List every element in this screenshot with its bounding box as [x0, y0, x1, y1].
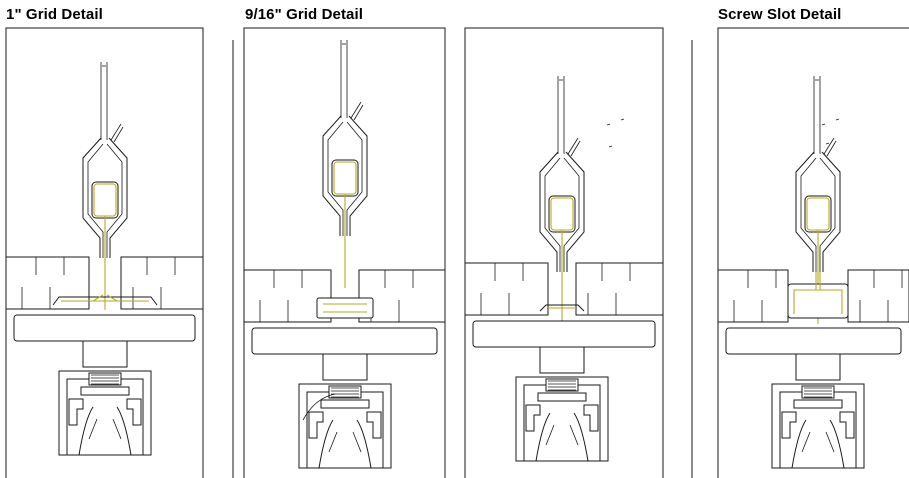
hanger-tab [823, 137, 835, 155]
fixture-connector [801, 385, 835, 399]
drawing-line [537, 392, 587, 402]
ceiling-tile-left [5, 256, 90, 310]
ceiling-slab [13, 314, 196, 342]
tee-flange [539, 304, 585, 312]
fixture-connector [545, 378, 579, 392]
detail-grid-9-16 [243, 40, 446, 469]
ceiling-tile-left [717, 269, 789, 323]
drawing-line [92, 294, 118, 302]
drawing-line [328, 431, 362, 453]
fixture-rail-left [781, 411, 797, 439]
fixture-lens [318, 419, 372, 469]
title-1in-grid-detail: 1" Grid Detail [6, 6, 103, 23]
drawing-line [804, 195, 832, 233]
tee-bulb-inner [87, 143, 123, 258]
fixture-lens [791, 419, 845, 469]
title-screw-slot-detail: Screw Slot Detail [718, 6, 842, 23]
fixture-lens [535, 412, 589, 462]
drawing-line [331, 159, 359, 197]
clip [316, 297, 374, 319]
drawing-line [815, 272, 821, 290]
clip [52, 296, 158, 306]
panel-1-frame [5, 27, 204, 478]
mount-stem [82, 340, 128, 368]
clip-highlight [323, 303, 367, 313]
fixture-connector [328, 385, 362, 399]
fixture-lens [78, 406, 132, 456]
drawing-line [320, 399, 370, 409]
fixture-rail-left [68, 398, 84, 426]
construction-mark [825, 142, 830, 145]
construction-mark [821, 123, 826, 126]
bracket-highlight [93, 183, 117, 217]
detail-grid-plain [464, 76, 664, 462]
screw-clip [787, 283, 849, 319]
drawing-line [113, 126, 124, 143]
hanger-tab [567, 137, 579, 155]
drawing-line [80, 386, 130, 396]
panel-3-frame [464, 27, 664, 478]
mount-stem [322, 353, 368, 381]
title-9-16-grid-detail: 9/16" Grid Detail [245, 6, 364, 23]
fixture-rail-right [366, 411, 382, 439]
detail-grid-1in [5, 62, 204, 456]
fixture-rail-right [583, 404, 599, 432]
tee-bulb-outer [82, 137, 128, 258]
drawing-line [570, 140, 581, 157]
tee-bulb-outer [795, 151, 841, 272]
ceiling-tile-right [120, 256, 204, 310]
tee-bulb-outer [539, 151, 585, 272]
fixture-rail-left [525, 404, 541, 432]
hanger-tab [110, 123, 122, 141]
bracket-highlight [550, 197, 574, 231]
construction-mark [608, 145, 613, 148]
drawing-line [793, 399, 843, 409]
frame-lines [5, 27, 909, 478]
detail-screw-slot [717, 76, 909, 469]
ceiling-slab [725, 327, 902, 355]
fixture-rail-right [839, 411, 855, 439]
ceiling-slab [472, 320, 656, 348]
drawing-line [826, 140, 837, 157]
drawing-line [353, 104, 364, 121]
tee-bulb-inner [800, 157, 836, 272]
fixture-rail-right [126, 398, 142, 426]
bracket-highlight [333, 161, 357, 195]
mount-stem [539, 346, 585, 374]
drawing-line [545, 424, 579, 446]
construction-mark [606, 123, 611, 126]
panel-2-frame [243, 27, 446, 478]
drawing-line [801, 431, 835, 453]
tee-bulb-outer [322, 115, 368, 236]
tee-bulb-inner [327, 121, 363, 236]
ceiling-tile-left [464, 262, 549, 316]
construction-mark [835, 118, 840, 121]
bracket-highlight [806, 197, 830, 231]
panel-4-frame [717, 27, 909, 478]
drawing-line [91, 181, 119, 219]
fixture-rail-left [308, 411, 324, 439]
construction-mark [620, 118, 625, 121]
drawing-line [88, 418, 122, 440]
ceiling-slab [251, 327, 438, 355]
tee-bulb-inner [544, 157, 580, 272]
clip-highlight [793, 289, 843, 314]
hanger-tab [350, 101, 362, 119]
mount-stem [795, 353, 841, 381]
drawing-line [548, 195, 576, 233]
fixture-wire [302, 393, 336, 421]
ceiling-tile-right [575, 262, 664, 316]
fixture-connector [88, 372, 122, 386]
ceiling-tile-right [847, 269, 909, 323]
